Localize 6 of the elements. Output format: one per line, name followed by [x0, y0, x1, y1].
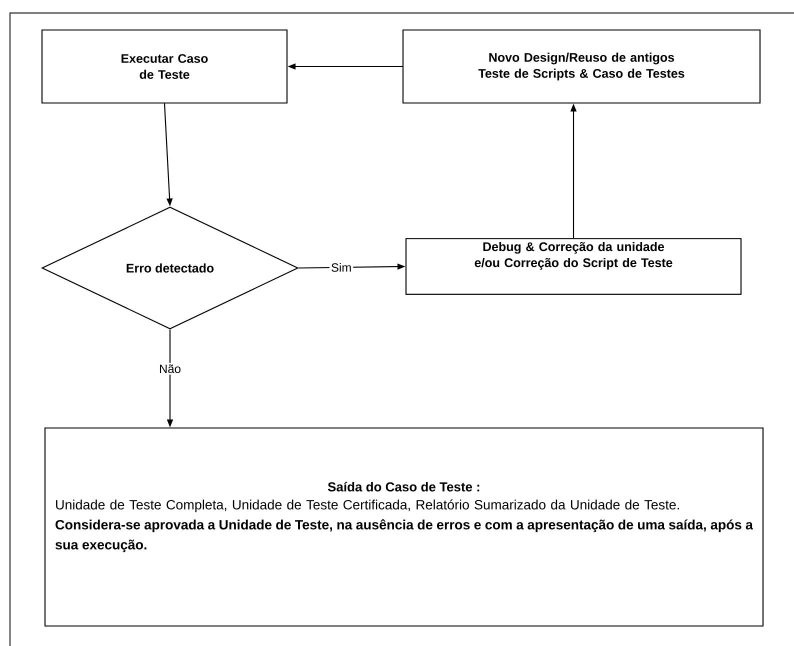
output-box: Saída do Caso de Teste : Unidade de Teste Completa, Unidade de Teste Certificada, Relatório Sumarizado da Unidade de Teste. Considera-se aprovada a Unidade de Teste, na ausência de erros e com a apresentação de uma saída, após a sua execução. — [44, 427, 764, 627]
edge-label: Não — [158, 362, 183, 375]
process-box: Novo Design/Reuso de antigos Teste de Scripts & Caso de Testes — [402, 29, 761, 104]
process-box: Debug & Correção da unidade e/ou Correção do Script de Teste — [405, 238, 742, 295]
process-box: Executar Caso de Teste — [41, 29, 288, 104]
edge-label: Sim — [329, 262, 354, 274]
